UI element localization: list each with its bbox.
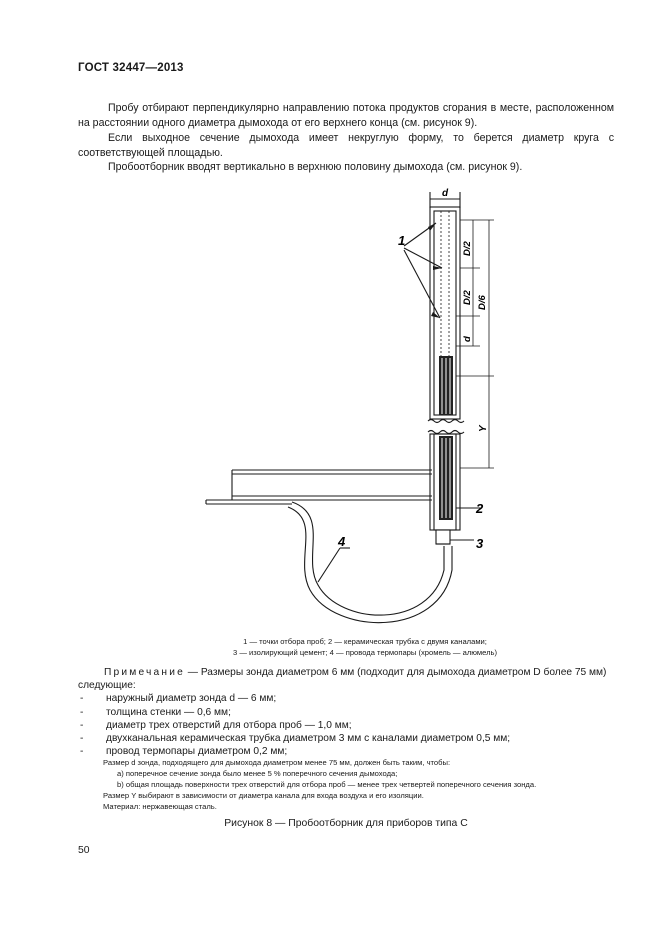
label-d6: D/6 xyxy=(477,295,488,311)
page-number: 50 xyxy=(78,845,90,856)
probe-figure: d 1 D/2 D/2 D/6 d Y 2 3 4 xyxy=(205,188,494,624)
list-item: наружный диаметр зонда d — 6 мм; xyxy=(78,692,618,705)
label-d-small: d xyxy=(462,336,473,342)
figure-title: Рисунок 8 — Пробоотборник для приборов т… xyxy=(224,818,468,829)
note-intro: Примечание — Размеры зонда диаметром 6 м… xyxy=(78,666,618,692)
small-note-1: Размер d зонда, подходящего для дымохода… xyxy=(103,758,451,767)
small-note-5: Материал: нержавеющая сталь. xyxy=(103,802,217,811)
figure-legend: 1 — точки отбора проб; 2 — керамическая … xyxy=(140,636,590,658)
label-d2-b: D/2 xyxy=(462,290,473,306)
note-text: — Размеры зонда диаметром 6 мм (подходит… xyxy=(78,667,607,692)
paragraph-3: Пробоотборник вводят вертикально в верхн… xyxy=(108,161,523,173)
small-note-3: b) общая площадь поверхности трех отверс… xyxy=(117,780,537,789)
paragraph-2: Если выходное сечение дымохода имеет нек… xyxy=(78,132,614,160)
label-2: 2 xyxy=(475,501,484,516)
list-item: диаметр трех отверстий для отбора проб —… xyxy=(78,719,618,732)
label-4: 4 xyxy=(337,534,346,549)
small-note-4: Размер Y выбирают в зависимости от диаме… xyxy=(103,791,424,800)
label-d2-a: D/2 xyxy=(462,241,473,257)
legend-line-1: 1 — точки отбора проб; 2 — керамическая … xyxy=(243,637,487,646)
label-1: 1 xyxy=(398,233,405,248)
note-prefix: Примечание xyxy=(104,667,185,678)
document-header: ГОСТ 32447—2013 xyxy=(78,62,184,74)
list-item: провод термопары диаметром 0,2 мм; xyxy=(78,745,618,758)
small-note-2: а) поперечное сечение зонда было менее 5… xyxy=(117,769,398,778)
note-list: наружный диаметр зонда d — 6 мм; толщина… xyxy=(78,692,618,758)
small-notes: Размер d зонда, подходящего для дымохода… xyxy=(103,757,623,812)
paragraph-1: Пробу отбирают перпендикулярно направлен… xyxy=(78,102,614,130)
note-block: Примечание — Размеры зонда диаметром 6 м… xyxy=(78,666,618,759)
label-y: Y xyxy=(478,424,489,432)
legend-line-2: 3 — изолирующий цемент; 4 — провода терм… xyxy=(232,648,497,657)
list-item: толщина стенки — 0,6 мм; xyxy=(78,706,618,719)
label-d-top: d xyxy=(442,188,449,199)
list-item: двухканальная керамическая трубка диамет… xyxy=(78,732,618,745)
label-3: 3 xyxy=(476,536,484,551)
